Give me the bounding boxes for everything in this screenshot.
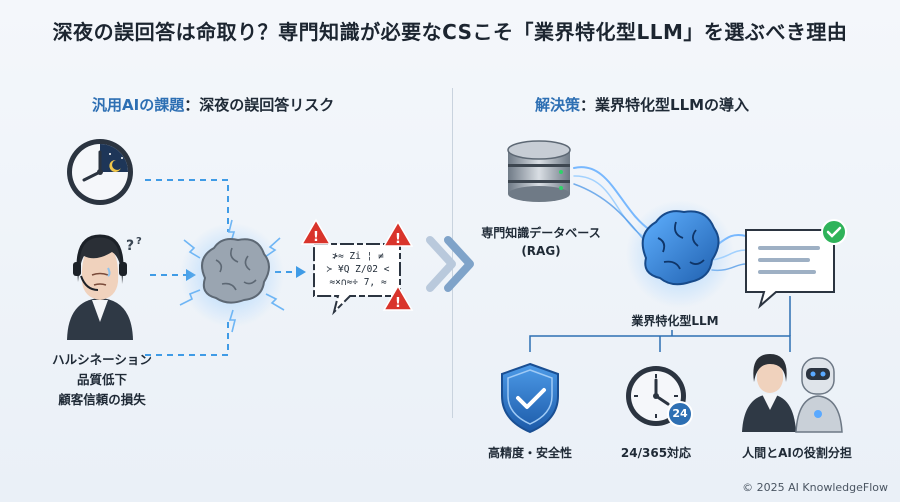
- database-label: 専門知識データベース (RAG): [462, 224, 620, 258]
- warning-icon: !: [382, 284, 414, 311]
- benefit-label-human-ai: 人間とAIの役割分担: [742, 446, 852, 460]
- operator-icon: ? ?: [67, 234, 142, 340]
- left-section-heading: 汎用AIの課題：深夜の誤回答リスク: [92, 94, 334, 115]
- benefit-connectors: [529, 296, 791, 352]
- shield-check-icon: [501, 362, 559, 434]
- page-title: 深夜の誤回答は命取り？専門知識が必要なCSこそ「業界特化型LLM」を選ぶべき理由: [52, 20, 848, 44]
- svg-text:?: ?: [136, 236, 142, 247]
- svg-text:?: ?: [126, 238, 134, 254]
- warning-icon: !: [382, 220, 414, 247]
- night-clock-icon: [67, 139, 133, 205]
- database-icon: [507, 140, 571, 202]
- response-card-icon: [745, 219, 847, 309]
- garbled-text: ≯≈ Zi ¦ ≠ ≻ ¥Q Z/02 < ≈×∩≈÷ 7, ≈: [318, 250, 398, 289]
- garbled-bubble-icon: [313, 243, 401, 316]
- stressed-brain-icon: [179, 219, 285, 333]
- left-heading-rest: ：深夜の誤回答リスク: [184, 96, 335, 114]
- svg-text:!: !: [395, 296, 401, 311]
- llm-label: 業界特化型LLM: [631, 314, 719, 328]
- issue-list: ハルシネーション 品質低下 顧客信頼の損失: [32, 350, 172, 410]
- right-heading-rest: ：業界特化型LLMの導入: [580, 96, 750, 114]
- transition-arrow-icon: [426, 236, 474, 292]
- issue-item: ハルシネーション: [52, 352, 152, 367]
- center-divider: [452, 88, 453, 418]
- benefit-label-24-365: 24/365対応: [620, 446, 692, 460]
- copyright: © 2025 AI KnowledgeFlow: [742, 481, 888, 494]
- database-label-line1: 専門知識データベース: [481, 226, 601, 240]
- garbled-line: ≯≈ Zi ¦ ≠: [332, 251, 384, 262]
- svg-text:!: !: [395, 232, 401, 247]
- right-heading-accent: 解決策: [535, 96, 581, 114]
- svg-text:!: !: [313, 230, 319, 245]
- garbled-line: ≻ ¥Q Z/02 <: [326, 264, 390, 275]
- garbled-line: ≈×∩≈÷ 7, ≈: [329, 277, 387, 288]
- issue-item: 顧客信頼の損失: [58, 392, 146, 407]
- clock-badge-text: 24: [672, 407, 688, 420]
- issue-item: 品質低下: [76, 372, 127, 387]
- warning-icon: !: [300, 218, 332, 245]
- left-heading-accent: 汎用AIの課題: [92, 96, 185, 114]
- human-robot-icon: [742, 354, 843, 433]
- warning-icons: ! ! !: [300, 218, 414, 311]
- clock-24-icon: [626, 366, 693, 427]
- right-section-heading: 解決策：業界特化型LLMの導入: [535, 94, 749, 115]
- llm-brain-icon: [626, 200, 734, 308]
- benefit-label-accuracy: 高精度・安全性: [487, 446, 572, 460]
- database-label-line2: (RAG): [521, 244, 561, 258]
